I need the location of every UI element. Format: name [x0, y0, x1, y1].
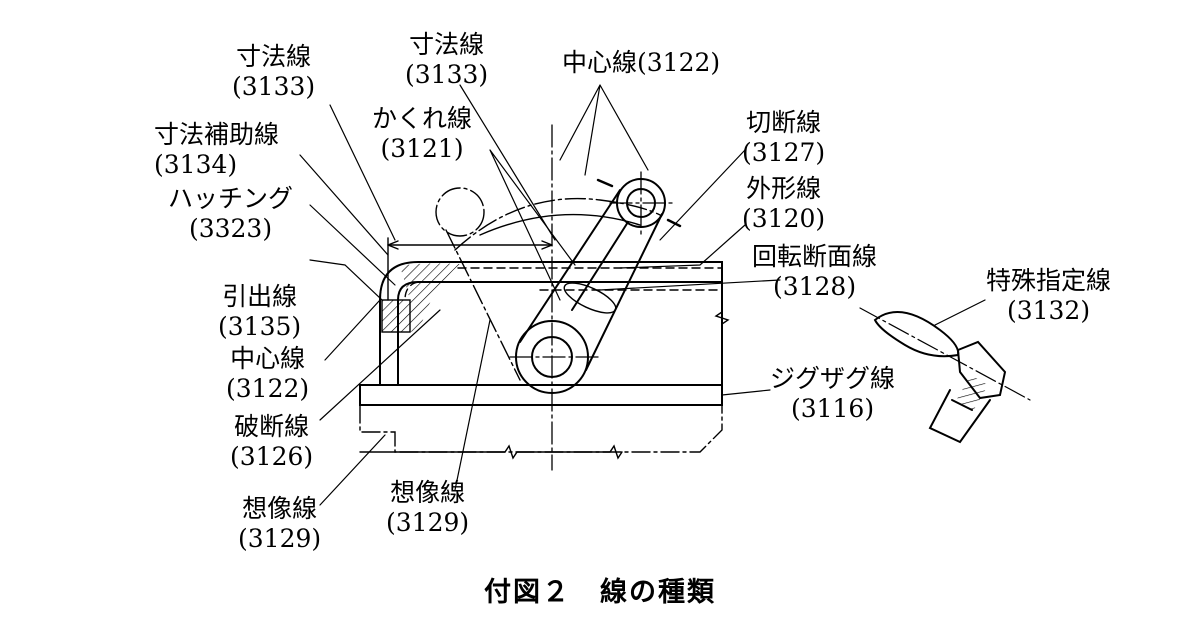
label-code: (3126) [230, 442, 314, 471]
label-name: 外形線 [746, 174, 822, 203]
label-name: 引出線 [222, 282, 298, 311]
label-code: (3116) [790, 394, 875, 423]
label-center-line-top: 中心線(3122) [562, 48, 720, 78]
label-break-line: 破断線 (3126) [230, 412, 313, 472]
label-name: 想像線 [242, 494, 318, 523]
label-name: 寸法補助線 [154, 120, 280, 149]
label-name: 寸法線 [409, 30, 485, 59]
label-code: (3121) [380, 134, 464, 163]
label-hatching: ハッチング (3323) [168, 184, 293, 244]
label-dimension-line-2: 寸法線 (3133) [405, 30, 488, 90]
label-name: ハッチング [168, 184, 294, 213]
label-code: (3133) [232, 72, 316, 101]
zigzag-lines [359, 299, 730, 460]
label-cutting-line: 切断線 (3127) [742, 108, 825, 168]
special-part [859, 307, 1031, 444]
hatched-section [381, 263, 460, 333]
label-phantom-line-left: 想像線 (3129) [238, 494, 321, 554]
label-code: (3128) [772, 272, 857, 301]
label-extension-line: 寸法補助線 (3134) [154, 120, 279, 180]
label-name: 破断線 [234, 412, 310, 441]
label-name: かくれ線 [372, 104, 473, 133]
label-code: (3132) [1006, 296, 1091, 325]
label-code: (3135) [218, 312, 302, 341]
label-hidden-line: かくれ線 (3121) [372, 104, 472, 164]
dimension-lines [387, 213, 641, 301]
cutting-line [596, 178, 682, 228]
label-dimension-line-1: 寸法線 (3133) [232, 42, 315, 102]
label-code: (3129) [238, 524, 322, 553]
revolved-section [563, 282, 617, 314]
label-revolved-section-line: 回転断面線 (3128) [752, 242, 877, 302]
label-code: (3122) [637, 48, 721, 77]
label-name: 中心線 [562, 48, 638, 77]
label-name: 回転断面線 [752, 242, 878, 271]
phantom-lower [359, 404, 723, 453]
label-name: 寸法線 [236, 42, 312, 71]
label-code: (3120) [742, 204, 826, 233]
label-phantom-line-center: 想像線 (3129) [386, 478, 469, 538]
label-name: 中心線 [230, 344, 306, 373]
label-code: (3134) [154, 150, 238, 179]
label-special-designation-line: 特殊指定線 (3132) [986, 266, 1111, 326]
label-code: (3127) [742, 138, 826, 167]
label-code: (3129) [386, 508, 470, 537]
label-code: (3133) [405, 60, 489, 89]
label-name: 切断線 [746, 108, 822, 137]
label-center-line-left: 中心線 (3122) [226, 344, 309, 404]
leader-lines [299, 84, 986, 506]
label-name: 特殊指定線 [986, 266, 1112, 295]
label-name: ジグザグ線 [770, 364, 896, 393]
hidden-lines [404, 267, 723, 301]
label-outline: 外形線 (3120) [742, 174, 825, 234]
figure-caption: 付図２ 線の種類 [484, 577, 716, 608]
label-leader-line: 引出線 (3135) [218, 282, 301, 342]
label-name: 想像線 [390, 478, 466, 507]
label-code: (3323) [188, 214, 273, 243]
phantom-lines [435, 187, 661, 381]
lever-arm [515, 178, 666, 394]
label-zigzag-line: ジグザグ線 (3116) [770, 364, 895, 424]
center-lines [509, 124, 673, 471]
label-code: (3122) [226, 374, 310, 403]
